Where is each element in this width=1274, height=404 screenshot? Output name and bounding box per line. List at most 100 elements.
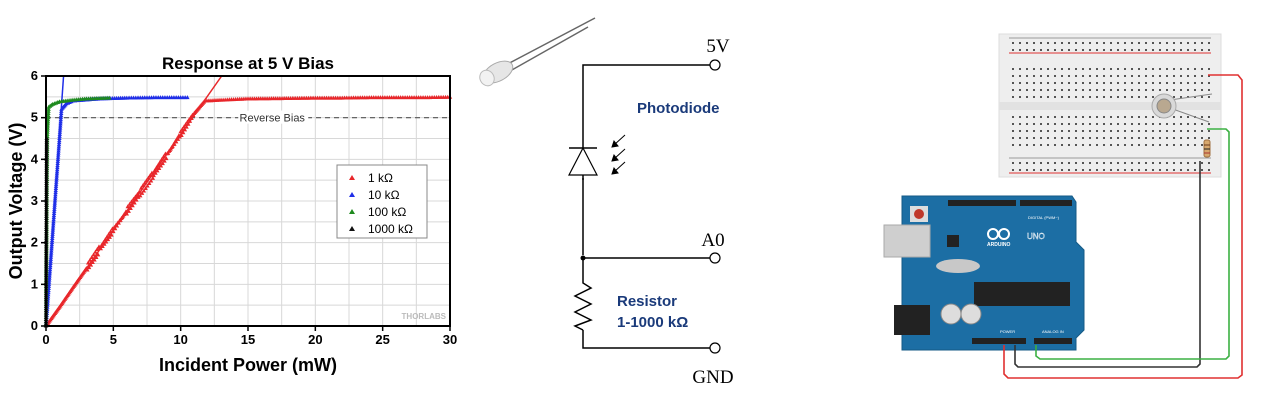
breadboard-hole (1110, 42, 1112, 44)
breadboard-hole (1089, 89, 1091, 91)
breadboard-hole (1187, 137, 1189, 139)
data-point (86, 265, 92, 270)
data-point (46, 108, 51, 113)
data-point (138, 193, 143, 198)
breadboard-hole (1166, 68, 1168, 70)
breadboard-hole (1082, 75, 1084, 77)
breadboard-hole (1047, 144, 1049, 146)
breadboard-hole (1103, 123, 1105, 125)
breadboard-hole (1187, 116, 1189, 118)
breadboard-hole (1040, 82, 1042, 84)
breadboard-hole (1040, 162, 1042, 164)
photodiode-symbol (568, 140, 598, 180)
breadboard-hole (1131, 68, 1133, 70)
breadboard-hole (1124, 130, 1126, 132)
arduino-infinity-logo (987, 228, 1010, 240)
label-a0: A0 (701, 230, 724, 251)
photodiode-component-image (479, 17, 596, 87)
breadboard-hole (1180, 162, 1182, 164)
breadboard-hole (1117, 130, 1119, 132)
breadboard-hole (1131, 116, 1133, 118)
breadboard-hole (1131, 89, 1133, 91)
breadboard-hole (1012, 82, 1014, 84)
atmega-chip (974, 282, 1070, 306)
breadboard-hole (1068, 169, 1070, 171)
breadboard-hole (1187, 169, 1189, 171)
data-point (94, 254, 99, 259)
breadboard-hole (1124, 144, 1126, 146)
breadboard-hole (1047, 123, 1049, 125)
breadboard-hole (1208, 123, 1210, 125)
data-point (85, 267, 90, 272)
breadboard-hole (1166, 162, 1168, 164)
breadboard-hole (1208, 75, 1210, 77)
breadboard-hole (1089, 82, 1091, 84)
breadboard-hole (1166, 123, 1168, 125)
breadboard-hole (1061, 42, 1063, 44)
breadboard-hole (1082, 137, 1084, 139)
breadboard-hole (1089, 42, 1091, 44)
breadboard-hole (1019, 96, 1021, 98)
breadboard-hole (1012, 75, 1014, 77)
breadboard-hole (1082, 116, 1084, 118)
breadboard-hole (1047, 130, 1049, 132)
x-tick-label: 15 (241, 332, 255, 347)
breadboard-hole (1089, 49, 1091, 51)
breadboard-hole (1075, 42, 1077, 44)
breadboard-hole (1173, 116, 1175, 118)
breadboard-hole (1075, 130, 1077, 132)
data-point (107, 95, 112, 100)
digital-label: DIGITAL (PWM~) (1028, 215, 1060, 220)
data-point (148, 178, 154, 183)
series-0 (43, 75, 453, 328)
breadboard-hole (1054, 144, 1056, 146)
legend-label: 1000 kΩ (368, 222, 413, 236)
breadboard-hole (1026, 169, 1028, 171)
legend-marker (349, 175, 355, 180)
breadboard-hole (1096, 89, 1098, 91)
breadboard-hole (1089, 130, 1091, 132)
breadboard-hole (1068, 144, 1070, 146)
breadboard-hole (1026, 49, 1028, 51)
breadboard-hole (1173, 82, 1175, 84)
breadboard-hole (1054, 82, 1056, 84)
breadboard-hole (1019, 116, 1021, 118)
breadboard-hole (1110, 89, 1112, 91)
breadboard-hole (1180, 144, 1182, 146)
data-point (126, 208, 131, 213)
breadboard-hole (1033, 82, 1035, 84)
breadboard-hole (1152, 89, 1154, 91)
breadboard-hole (1054, 130, 1056, 132)
breadboard-arduino-wiring: ARDUINO UNO DIGITAL (PWM~) POWER ANALOG … (883, 33, 1243, 379)
breadboard-hole (1145, 42, 1147, 44)
breadboard-hole (1159, 89, 1161, 91)
breadboard-hole (1061, 123, 1063, 125)
breadboard-hole (1131, 49, 1133, 51)
legend-marker (349, 209, 355, 214)
breadboard-hole (1033, 75, 1035, 77)
breadboard-hole (1061, 68, 1063, 70)
breadboard-hole (1012, 162, 1014, 164)
breadboard-hole (1061, 130, 1063, 132)
breadboard-hole (1145, 169, 1147, 171)
reverse-bias-label-bg (238, 110, 309, 124)
data-point (139, 190, 145, 195)
breadboard-hole (1194, 162, 1196, 164)
breadboard-hole (1152, 169, 1154, 171)
breadboard-hole (1208, 162, 1210, 164)
breadboard-hole (1187, 49, 1189, 51)
label-gnd: GND (692, 367, 733, 388)
breadboard-hole (1194, 68, 1196, 70)
chart-title: Response at 5 V Bias (162, 54, 334, 73)
breadboard-hole (1201, 96, 1203, 98)
breadboard-hole (1047, 89, 1049, 91)
breadboard-hole (1208, 42, 1210, 44)
terminal-gnd (709, 342, 721, 354)
breadboard-hole (1075, 123, 1077, 125)
power-label: POWER (1000, 329, 1015, 334)
breadboard-hole (1026, 89, 1028, 91)
breadboard-hole (1082, 49, 1084, 51)
breadboard-hole (1194, 144, 1196, 146)
breadboard-hole (1187, 162, 1189, 164)
